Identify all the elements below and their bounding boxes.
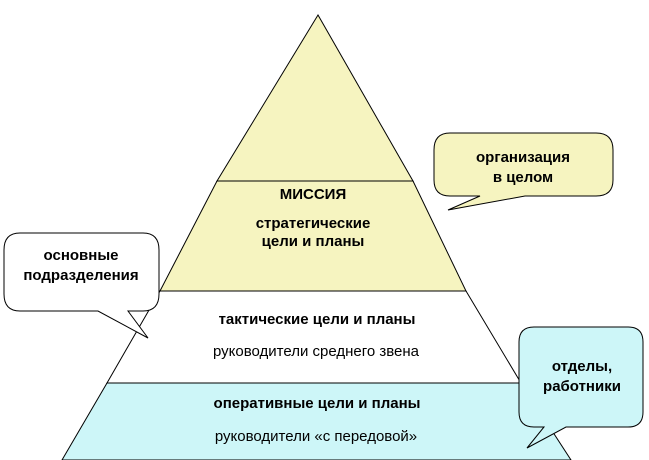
callout-divisions-line1: основные [44,247,119,264]
callout-departments-line2: работники [543,378,621,395]
tactical-goals-title: тактические цели и планы [219,311,416,328]
callout-departments-line1: отделы, [552,358,612,375]
pyramid-tactical-band [106,290,522,384]
pyramid-apex [216,14,414,182]
callout-organization-line2: в целом [493,169,553,186]
callout-divisions-line2: подразделения [23,267,138,284]
strategic-goals-line2: цели и планы [262,233,365,250]
pyramid-operational-band [61,382,572,460]
callout-divisions [3,232,160,339]
callout-organization [433,132,614,211]
operational-goals-title: оперативные цели и планы [214,395,421,412]
mission-title: МИССИЯ [280,186,347,203]
strategic-goals-line1: стратегические [256,215,371,232]
operational-goals-subtitle: руководители «с передовой» [215,428,417,445]
callout-organization-line1: организация [476,149,570,166]
tactical-goals-subtitle: руководители среднего звена [213,343,420,360]
callout-departments [518,326,644,449]
